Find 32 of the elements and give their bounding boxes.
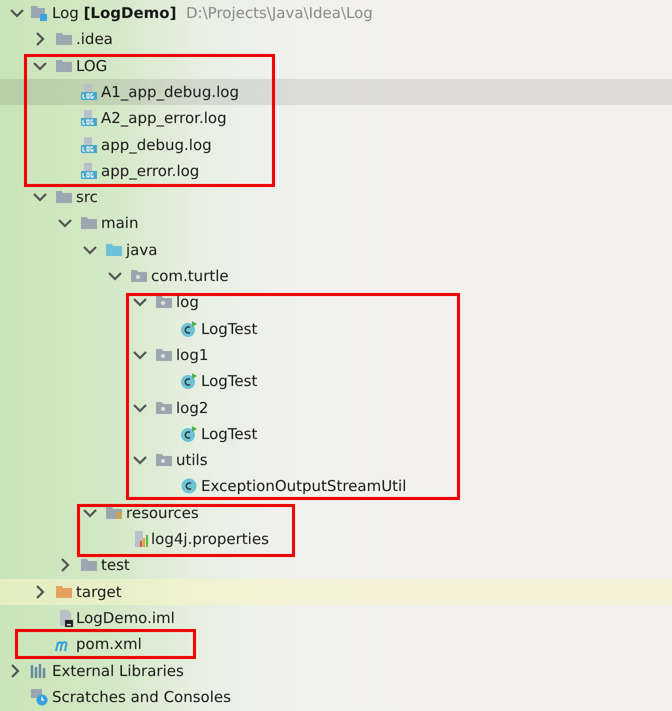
highlight-frame [24,54,275,187]
tree-item-label: src [76,187,98,208]
highlight-frame [77,504,295,557]
project-name: Log [LogDemo] [52,3,176,23]
tree-item-label: LogTest [201,424,258,444]
tree-item-label: LogTest [201,371,258,392]
tree-item-label: log [176,292,199,312]
tree-item-label: java [126,240,158,260]
tree-item-label: LogDemo.iml [76,608,175,628]
tree-item-label: test [101,555,130,576]
highlight-frame [126,293,460,500]
tree-item-label: A2_app_error.log [101,108,227,128]
tree-item-label: app_debug.log [101,134,212,154]
tree-item-label: resources [126,502,199,523]
tree-item-label: LOG [76,56,108,76]
tree-item-label: pom.xml [76,634,142,654]
tree-item-label: LogTest [201,318,258,339]
tree-item-label: utils [176,450,208,470]
tree-item-label: log1 [176,344,208,365]
tree-item-label: app_error.log [101,160,200,181]
tree-item-label: com.turtle [151,266,229,286]
tree-item-label: log2 [176,398,208,418]
tree-item-label: log4j.properties [151,529,269,549]
tree-item-label: External Libraries [52,660,184,680]
highlight-frame [15,629,196,659]
project-path: D:\Projects\Java\Idea\Log [186,3,373,23]
tree-item-label: .idea [76,29,113,50]
tree-item-label: main [101,213,138,234]
tree-item-label: target [76,582,122,602]
tree-item-label: A1_app_debug.log [101,82,239,102]
tree-item-label: Scratches and Consoles [52,686,231,707]
tree-item-label: ExceptionOutputStreamUtil [201,476,406,496]
